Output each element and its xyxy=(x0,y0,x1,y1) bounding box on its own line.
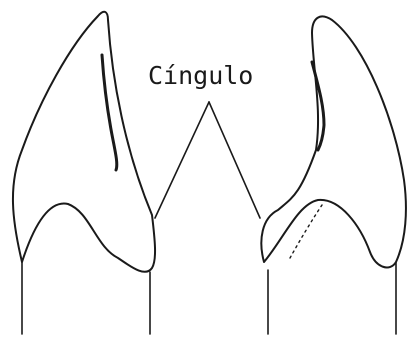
right-tooth xyxy=(261,16,406,334)
left-tooth-ridge xyxy=(102,55,117,170)
right-tooth-dotted-line xyxy=(290,205,322,258)
left-tooth xyxy=(13,12,155,334)
pointer-right-line xyxy=(209,102,260,218)
left-tooth-outline xyxy=(13,12,155,272)
cingulum-label: Cíngulo xyxy=(148,61,253,90)
label-pointer xyxy=(155,102,260,218)
right-tooth-outline xyxy=(261,16,406,267)
pointer-left-line xyxy=(155,102,209,218)
